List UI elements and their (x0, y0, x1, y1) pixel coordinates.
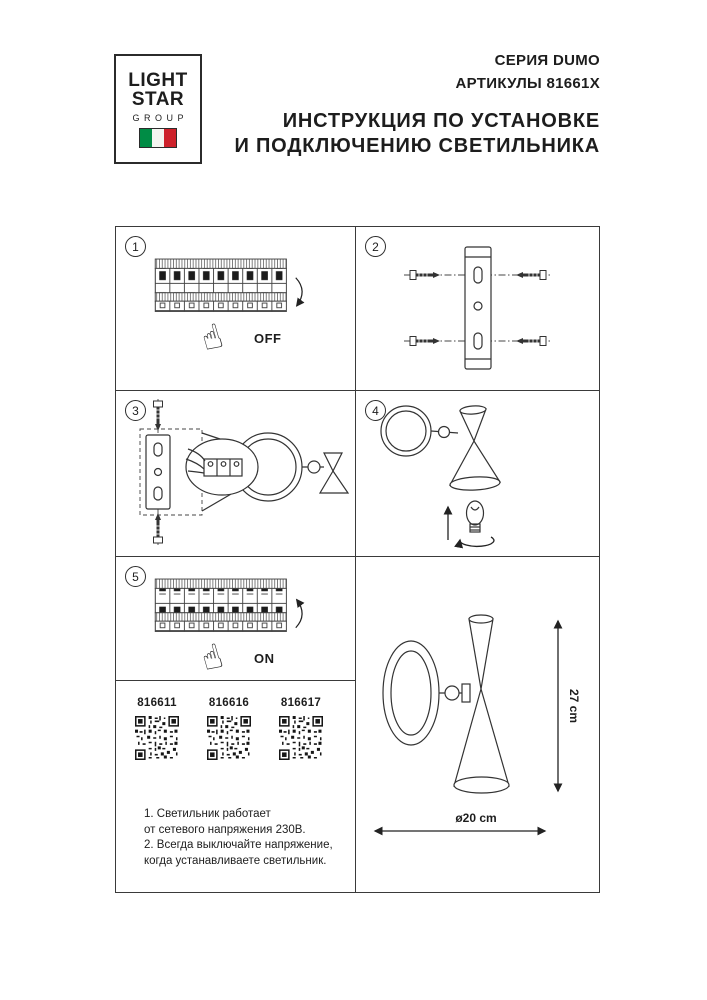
article-number: 816611 (137, 697, 177, 709)
lamp-mounting-illustration (380, 405, 502, 549)
step-5-panel: 5 ☝ ON (116, 557, 354, 679)
shade-lower-cone (318, 469, 350, 494)
shade-lower-cone (453, 686, 510, 787)
qr-item: 816617 (272, 697, 330, 761)
article-number: 816617 (280, 697, 322, 709)
qr-code-icon (278, 715, 324, 761)
screw-icon (514, 335, 548, 347)
canopy-shape (380, 405, 432, 457)
screw-icon (152, 511, 164, 545)
off-label: OFF (254, 331, 282, 346)
instruction-title-line1: ИНСТРУКЦИЯ ПО УСТАНОВКЕ (282, 110, 600, 132)
footer-panel: 816611 816616 816617 1. Светильник работ… (116, 681, 354, 892)
height-dimension-label: 27 cm (567, 689, 581, 723)
screw-icon (408, 335, 442, 347)
grid-divider-row2 (115, 556, 600, 557)
circuit-breaker-off-illustration: ☝ (154, 258, 305, 359)
terminal-block (203, 458, 243, 477)
qr-code-icon (206, 715, 251, 761)
wire (187, 470, 205, 474)
qr-item: 816611 (128, 697, 186, 761)
step-5-badge: 5 (125, 566, 146, 587)
logo-word-group: GROUP (132, 112, 188, 123)
installation-notes: 1. Светильник работает от сетевого напря… (144, 807, 333, 869)
bracket-shape (145, 434, 171, 510)
wire (187, 448, 206, 462)
bracket-slot-bottom (473, 332, 483, 350)
series-label: СЕРИЯ DUMO (494, 52, 600, 69)
hand-pointer-icon: ☝ (197, 316, 227, 359)
qr-item: 816616 (200, 697, 258, 761)
bulb-glass (465, 500, 485, 526)
step-4-badge: 4 (365, 400, 386, 421)
bracket-slot-top (473, 266, 483, 284)
step-2-badge: 2 (365, 236, 386, 257)
articles-label: АРТИКУЛЫ 81661X (455, 75, 600, 92)
on-label: ON (254, 651, 275, 666)
screw-icon (514, 269, 548, 281)
grid-divider-row3 (115, 680, 356, 681)
dimensions-illustration: 27 cm ø20 cm (373, 614, 581, 836)
header: СЕРИЯ DUMO АРТИКУЛЫ 81661X ИНСТРУКЦИЯ ПО… (234, 49, 600, 159)
mounting-bracket-illustration (404, 246, 552, 370)
screw-icon (152, 399, 164, 433)
step-3-panel: 3 (116, 391, 354, 555)
rotate-bulb-arrow-icon (454, 536, 495, 549)
grid-divider-row1 (115, 390, 600, 391)
shade-upper-cone (468, 618, 494, 690)
circuit-breaker-on-illustration: ☝ (154, 578, 305, 679)
lightstar-logo: LIGHT STAR GROUP (114, 54, 202, 164)
article-number: 816616 (208, 697, 250, 709)
flip-down-arrow-icon (295, 277, 305, 307)
screw-icon (408, 269, 442, 281)
note-line: 1. Светильник работает (144, 808, 271, 820)
logo-word-light: LIGHT (128, 69, 188, 91)
wire (185, 458, 205, 470)
logo-word-star: STAR (131, 88, 185, 110)
note-line: когда устанавливаете светильник. (144, 854, 327, 867)
hand-pointer-icon: ☝ (197, 636, 227, 679)
qr-code-icon (134, 715, 179, 761)
step-3-badge: 3 (125, 400, 146, 421)
step-4-panel: 4 (356, 391, 599, 555)
instruction-title-line2: И ПОДКЛЮЧЕНИЮ СВЕТИЛЬНИКА (234, 135, 600, 157)
flip-up-arrow-icon (295, 598, 305, 629)
dimensions-panel: 27 cm ø20 cm (356, 557, 599, 892)
shade-upper-cone (323, 452, 343, 473)
grid-border-outer (115, 226, 600, 893)
note-line: от сетевого напряжения 230В. (144, 823, 306, 836)
wiring-connection-illustration (139, 399, 350, 545)
step-1-badge: 1 (125, 236, 146, 257)
grid-divider-vertical (355, 226, 356, 893)
bulb-base (469, 523, 481, 533)
note-line: 2. Всегда выключайте напряжение, (144, 839, 333, 851)
qr-code-row: 816611 816616 816617 (128, 697, 330, 761)
step-2-panel: 2 (356, 227, 599, 389)
italian-flag-icon (139, 127, 177, 148)
step-1-panel: 1 ☝ OFF (116, 227, 354, 389)
bracket-center-hole (473, 301, 483, 311)
diameter-dimension-label: ø20 cm (455, 811, 496, 825)
magnifier-ellipse (185, 438, 259, 496)
